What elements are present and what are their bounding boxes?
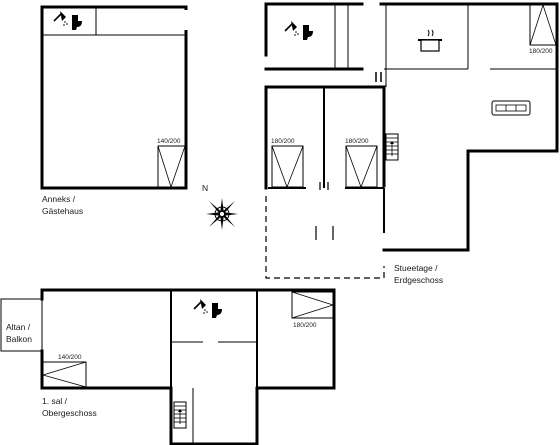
first-bed-size-left: 140/200 bbox=[58, 354, 82, 361]
ground-bed-size-c: 180/200 bbox=[529, 48, 553, 55]
ground-bed-size-a: 180/200 bbox=[271, 138, 295, 145]
ground-label-line1: Stueetage / bbox=[394, 263, 438, 273]
first-bed-size-right: 180/200 bbox=[293, 322, 317, 329]
bed-icon bbox=[42, 361, 87, 388]
first-floor: Altan / Balkon 180/200 140/200 1. sal / … bbox=[0, 288, 336, 445]
toilet-shower-icon bbox=[193, 298, 223, 319]
ground-floor: 180/200 180/200 180/200 bbox=[264, 2, 559, 285]
annex-label-line1: Anneks / bbox=[42, 194, 76, 204]
compass-rose-icon bbox=[206, 198, 238, 230]
first-label-line1: 1. sal / bbox=[42, 396, 68, 406]
stove-pot-icon bbox=[418, 29, 442, 52]
sofa-icon bbox=[491, 100, 531, 116]
balcony-label-line2: Balkon bbox=[6, 334, 32, 344]
bed-icon bbox=[271, 145, 304, 188]
annex-bed-size: 140/200 bbox=[157, 138, 181, 145]
compass-north-label: N bbox=[202, 183, 208, 193]
annex-building: 140/200 Anneks / Gästehaus bbox=[40, 5, 188, 216]
first-label-line2: Obergeschoss bbox=[42, 408, 97, 418]
bed-icon bbox=[157, 145, 186, 188]
bed-icon bbox=[345, 145, 378, 188]
ground-label-line2: Erdgeschoss bbox=[394, 275, 443, 285]
balcony-label-line1: Altan / bbox=[6, 322, 31, 332]
toilet-shower-icon bbox=[284, 20, 314, 41]
staircase-icon bbox=[385, 133, 399, 161]
ground-bed-size-b: 180/200 bbox=[345, 138, 369, 145]
bed-icon bbox=[291, 291, 334, 319]
staircase-icon bbox=[173, 401, 187, 429]
bed-icon bbox=[529, 4, 557, 46]
toilet-shower-icon bbox=[53, 10, 83, 31]
annex-label-line2: Gästehaus bbox=[42, 206, 83, 216]
